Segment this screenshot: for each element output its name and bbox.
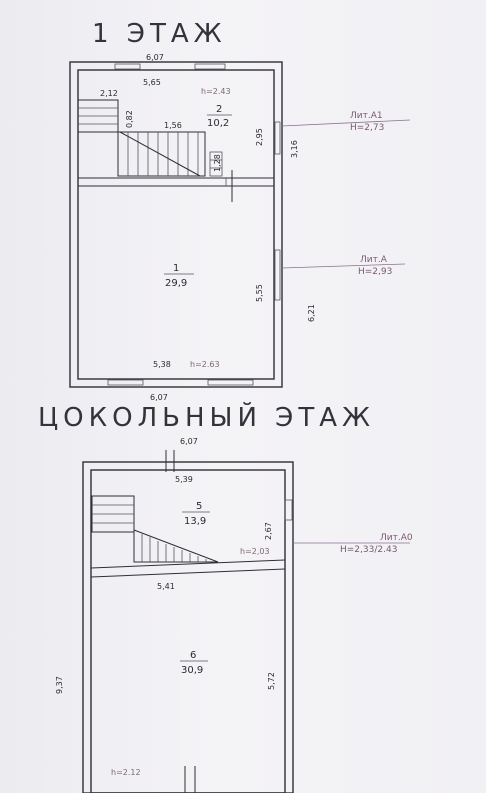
basement-title: ЦОКОЛЬНЫЙ ЭТАЖ [38,401,375,433]
dim-floor1-621: 6,21 [307,304,316,322]
room5-area: 13,9 [184,516,206,527]
basement-plan: 6,07 5,39 2,67 h=2,03 5,41 9,37 5,72 h=2… [55,437,413,793]
dim-basement-top-outer: 6,07 [180,437,198,446]
window [274,121,281,155]
window [207,379,254,386]
room1-area: 29,9 [165,278,187,289]
dim-floor1-top-inner: 5,65 [143,78,161,87]
room6-area: 30,9 [181,665,203,676]
room1-number: 1 [173,263,179,274]
dim-floor1-316: 3,16 [290,140,299,158]
window [114,63,141,70]
floor1-plan: 6,07 5,65 2,12 h=2.43 0,82 1,56 2,95 3,1… [69,53,411,402]
dim-floor1-room2-height: h=2.43 [201,87,231,96]
lit-a1-name: Лит.А1 [350,111,383,121]
dim-floor1-room1-height: h=2.63 [190,360,220,369]
dim-basement-937: 9,37 [55,676,64,694]
window [107,379,144,386]
room5-number: 5 [196,501,202,512]
dim-floor1-stair-width: 2,12 [100,89,118,98]
lit-a-height: H=2,93 [358,267,392,277]
dim-floor1-295: 2,95 [255,128,264,146]
room6-number: 6 [190,650,196,661]
floor1-outer-wall [69,61,283,388]
dim-floor1-156: 1,56 [164,121,182,130]
dim-floor1-bottom-outer: 6,07 [150,393,168,402]
room2-area: 10,2 [207,118,229,129]
window [194,63,226,70]
dim-floor1-082: 0,82 [125,110,134,128]
floor1-inner-wall [77,69,275,380]
dim-basement-room5-height: h=2,03 [240,547,270,556]
lit-a0-name: Лит.А0 [380,533,413,543]
basement-staircase [91,495,219,563]
dim-floor1-555: 5,55 [255,284,264,302]
dim-floor1-bottom-inner: 5,38 [153,360,171,369]
floor1-title: 1 ЭТАЖ [92,19,227,49]
dim-basement-mid-width: 5,41 [157,582,175,591]
dim-basement-267: 2,67 [264,522,273,540]
dim-floor1-top-outer: 6,07 [146,53,164,62]
lit-a0-height: H=2,33/2.43 [340,545,397,555]
dim-floor1-128: 1,28 [213,154,222,172]
floor1-staircase [77,99,206,177]
dim-basement-top-inner: 5,39 [175,475,193,484]
basement-inner-wall [90,469,286,793]
room2-number: 2 [216,104,222,115]
window [284,499,293,521]
lit-a1-height: H=2,73 [350,123,384,133]
lit-a-name: Лит.А [360,255,388,265]
dim-basement-room6-height: h=2.12 [111,768,141,777]
window [274,249,281,301]
dim-basement-572: 5,72 [267,672,276,690]
basement-outer-wall [82,461,294,793]
